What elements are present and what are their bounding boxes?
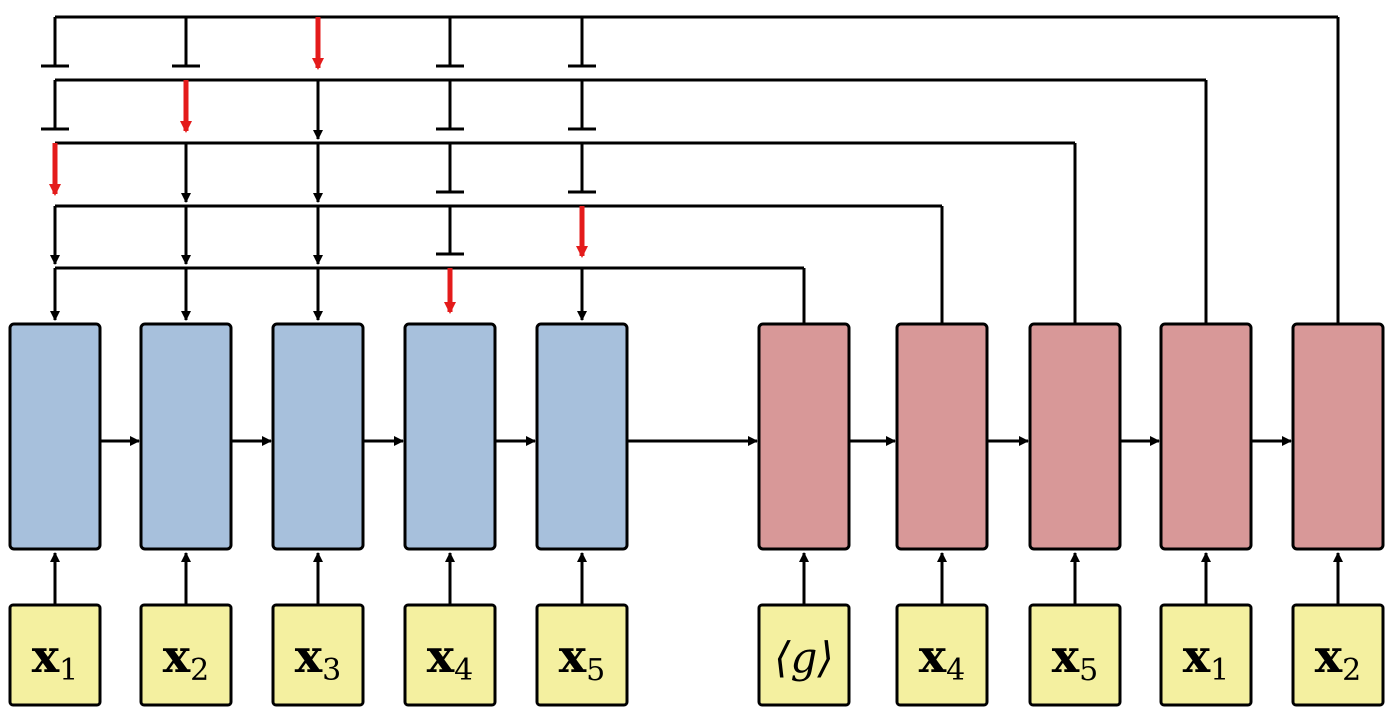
input-subscript: 3 [322,653,341,688]
decoder-cell [1291,322,1385,551]
input-subscript: 4 [454,653,473,688]
input-subscript: 1 [59,653,78,688]
goal-token-text: ⟨g⟩ [774,633,834,682]
input-symbol: x [919,629,947,683]
cells [8,322,1385,707]
input-symbol: x [427,629,455,683]
input-label: x3 [295,629,342,688]
input-label: x4 [919,629,966,688]
input-subscript: 1 [1210,653,1229,688]
decoder-input-box [895,603,989,707]
encoder-cell [139,322,233,551]
input-symbol: x [1315,629,1343,683]
encoder-input-box [403,603,497,707]
connection-lines [41,15,1343,605]
input-label: x2 [1315,629,1362,688]
decoder-input-box [1291,603,1385,707]
decoder-input-box [1159,603,1253,707]
input-symbol: x [1052,629,1080,683]
decoder-cell [1159,322,1253,551]
input-label: x1 [32,629,79,688]
input-subscript: 5 [1079,653,1098,688]
encoder-input-box [271,603,365,707]
input-symbol: x [163,629,191,683]
input-symbol: x [1183,629,1211,683]
input-label: x1 [1183,629,1230,688]
input-label: x5 [559,629,606,688]
encoder-cell [271,322,365,551]
input-label: x2 [163,629,210,688]
decoder-cell [757,322,851,551]
decoder-input-box [1028,603,1122,707]
input-subscript: 4 [946,653,965,688]
input-label: x4 [427,629,474,688]
input-symbol: x [559,629,587,683]
decoder-cell [895,322,989,551]
encoder-cell [535,322,629,551]
input-symbol: x [32,629,60,683]
encoder-input-box [535,603,629,707]
input-label: x5 [1052,629,1099,688]
input-subscript: 2 [1342,653,1361,688]
decoder-input-box [757,603,851,707]
encoder-input-box [8,603,102,707]
decoder-cell [1028,322,1122,551]
input-subscript: 5 [586,653,605,688]
input-label: ⟨g⟩ [774,633,834,682]
encoder-cell [8,322,102,551]
input-subscript: 2 [190,653,209,688]
encoder-input-box [139,603,233,707]
encoder-cell [403,322,497,551]
input-symbol: x [295,629,323,683]
